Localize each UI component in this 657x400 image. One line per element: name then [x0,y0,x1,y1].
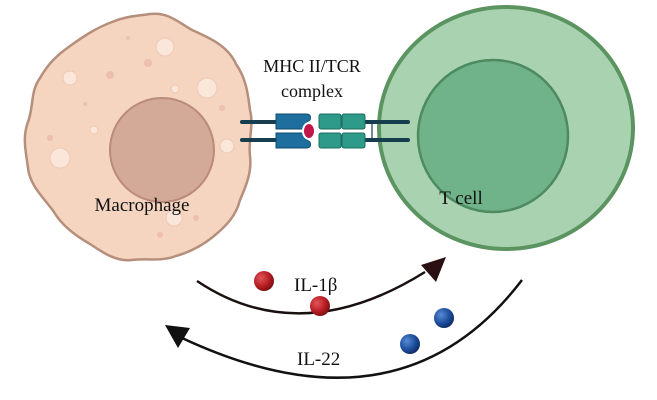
macrophage-nucleus [109,97,215,203]
granules [47,36,225,238]
mhc-ii [275,113,311,149]
t-cell [377,5,635,251]
il22-arrow [165,279,523,379]
vesicles [49,37,235,227]
il22-molecule [434,308,454,328]
tcr [318,113,366,149]
il22-label: IL-22 [297,349,340,370]
macrophage-label: Macrophage [95,195,190,216]
il1b-molecule [310,296,330,316]
il22-molecule [400,334,420,354]
t-cell-label: T cell [439,188,482,209]
il1b-arrow [196,257,446,315]
complex-label-line1: MHC II/TCR [263,56,361,76]
macrophage [23,12,253,262]
antigen-peptide [302,122,316,140]
t-cell-nucleus [416,58,570,214]
il1b-label: IL-1β [294,275,337,296]
complex-label-line2: complex [281,81,343,101]
mhc-tcr-complex [240,113,410,149]
arrowhead-right-icon [421,257,446,282]
il1b-molecule [254,271,274,291]
arrowhead-left-icon [165,325,190,348]
